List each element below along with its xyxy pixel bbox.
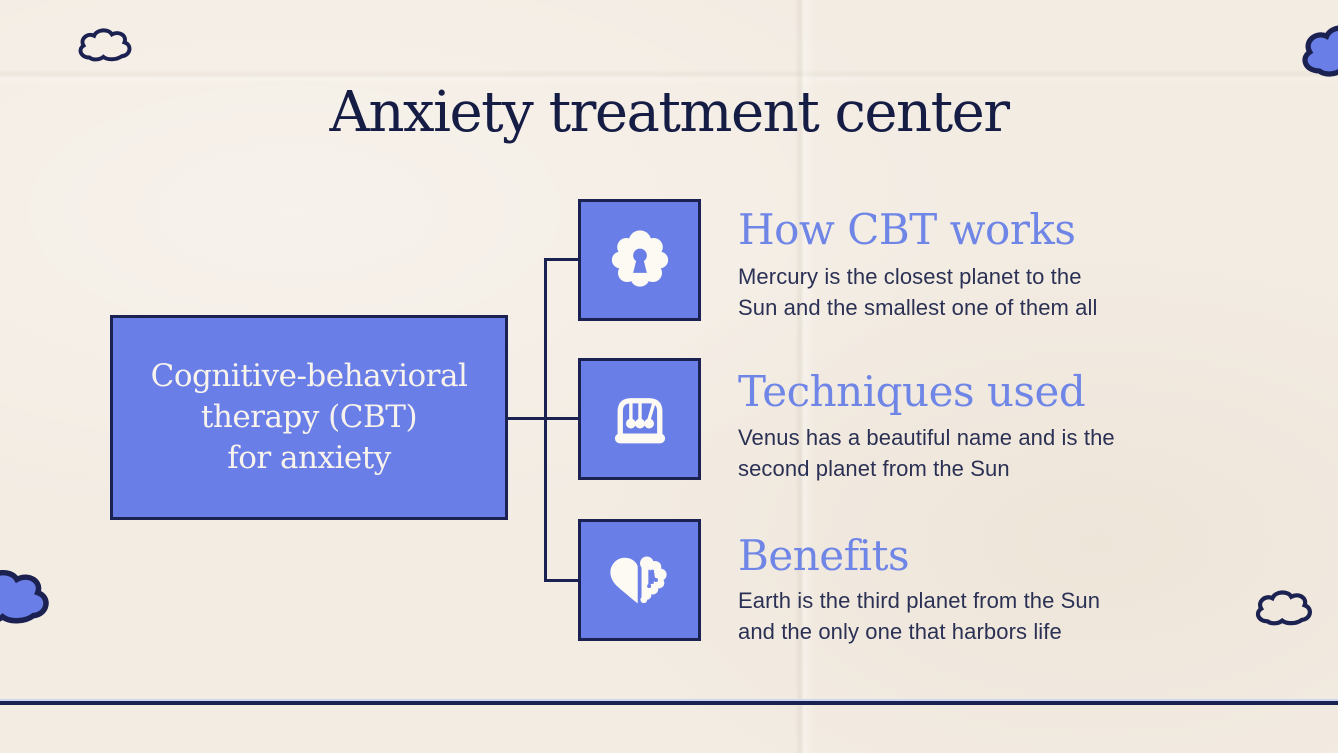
cloud-icon (1255, 590, 1312, 626)
root-node-label: Cognitive-behavioral therapy (CBT) for a… (150, 358, 468, 476)
cloud-icon (1302, 25, 1338, 77)
bottom-rule-highlight (0, 699, 1338, 701)
branch-1-heading: How CBT works (738, 205, 1076, 254)
connector-branch-1 (544, 258, 580, 261)
connector-root-to-trunk (505, 417, 579, 420)
branch-3-icon-box (578, 519, 701, 641)
branch-3-body: Earth is the third planet from the Sun a… (738, 588, 1101, 644)
branch-3-heading: Benefits (738, 531, 910, 580)
heart-brain-icon (609, 556, 667, 604)
cloud-icon (78, 28, 132, 62)
branch-2-heading: Techniques used (738, 367, 1086, 416)
branch-1-icon-box (578, 199, 701, 321)
branch-1-body: Mercury is the closest planet to the Sun… (738, 264, 1098, 320)
root-node-cbt-box: Cognitive-behavioral therapy (CBT) for a… (110, 315, 508, 520)
page-title: Anxiety treatment center (329, 80, 1010, 145)
branch-2-body: Venus has a beautiful name and is the se… (738, 425, 1115, 481)
branch-2-icon-box (578, 358, 701, 480)
bottom-rule (0, 701, 1338, 705)
cloud-icon (0, 569, 49, 624)
brain-lock-icon (611, 230, 668, 287)
connector-branch-3 (544, 579, 580, 582)
connector-trunk (544, 258, 547, 582)
newtons-cradle-icon (614, 398, 665, 444)
